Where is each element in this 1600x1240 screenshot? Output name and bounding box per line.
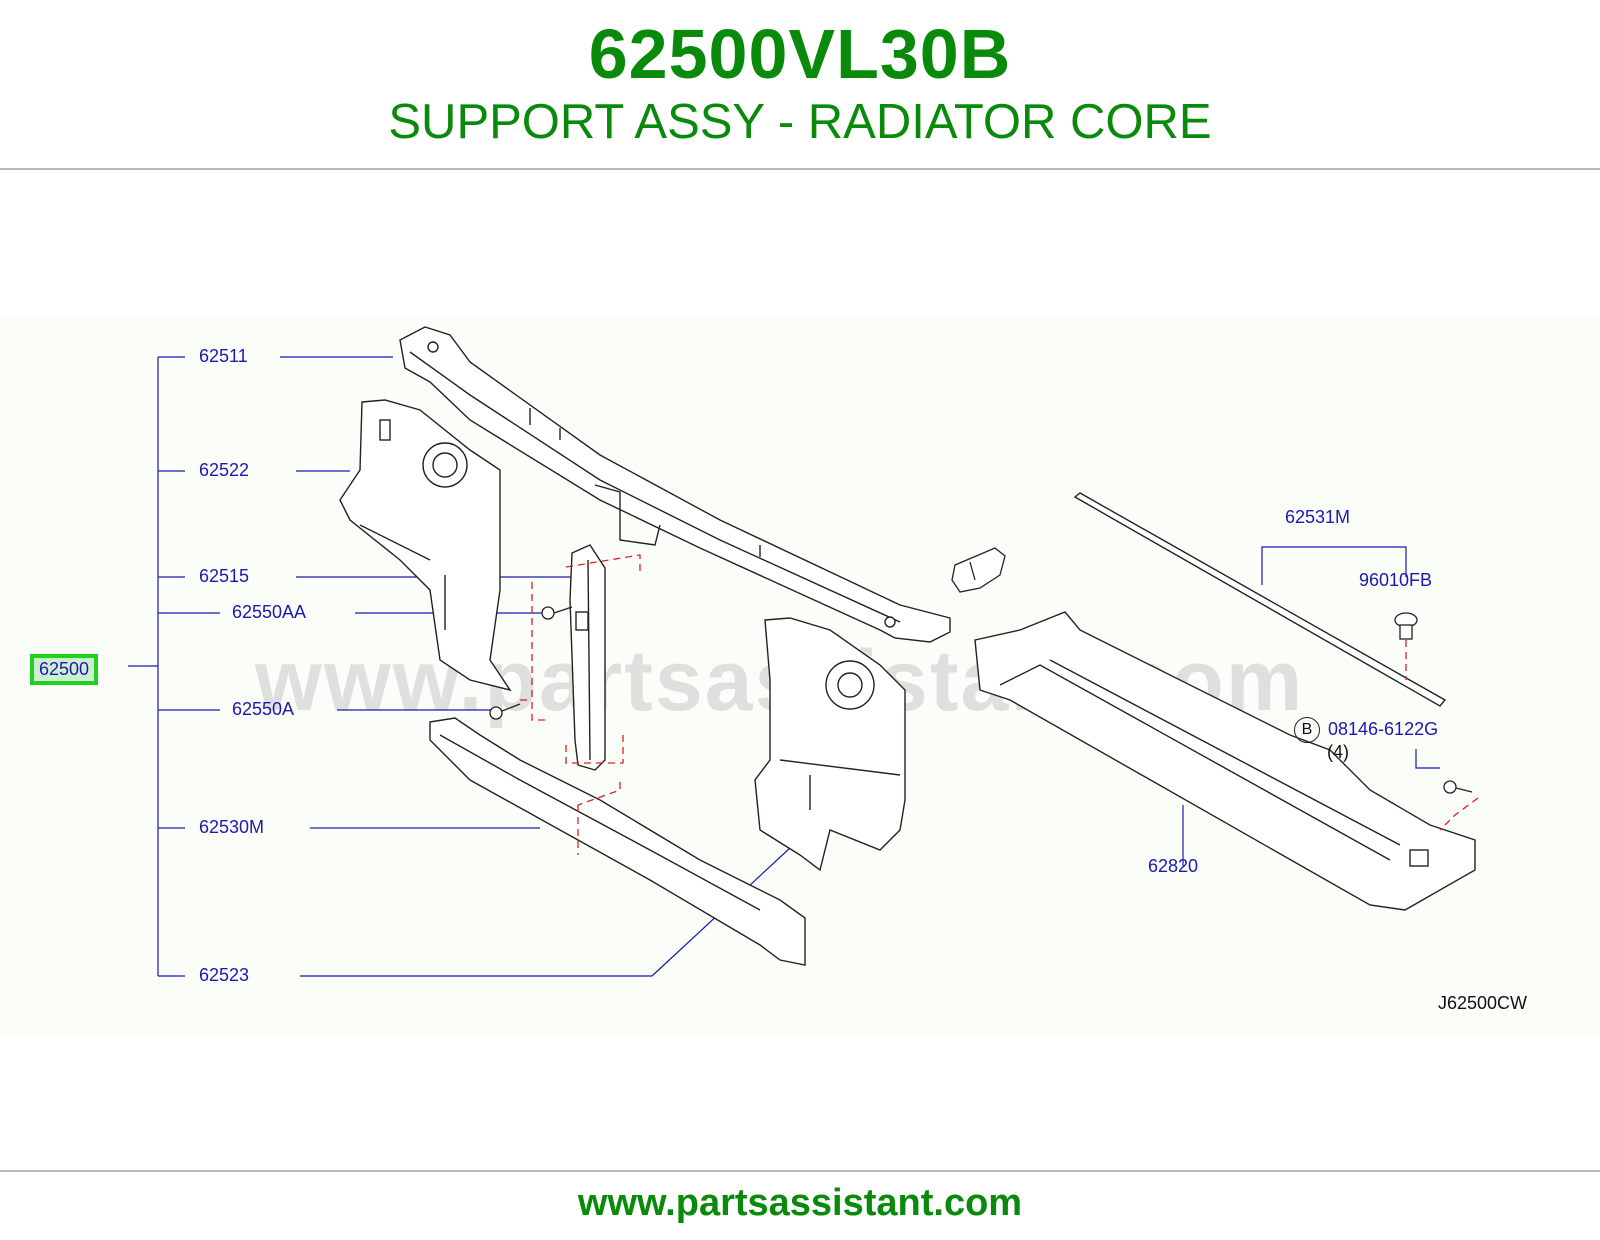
callout-62530M[interactable]: 62530M [199,817,265,837]
side-member-left-62522 [339,399,512,692]
part-name-subtitle: SUPPORT ASSY - RADIATOR CORE [388,95,1212,149]
callout-96010FB[interactable]: 96010FB [1359,570,1433,590]
callout-62820[interactable]: 62820 [1148,856,1199,876]
callout-62523[interactable]: 62523 [199,965,250,985]
callout-62550AA[interactable]: 62550AA [232,602,307,622]
bolts-62550 [489,606,573,720]
lower-tie-bar-62530M [429,717,806,966]
clip-96010FB [1394,612,1418,640]
drawing-code: J62500CW [1438,993,1528,1013]
callout-62500-assembly[interactable]: 62500 [30,654,99,685]
side-member-right-62523 [754,617,906,872]
callout-62522[interactable]: 62522 [199,460,250,480]
air-guide-62820 [974,611,1476,911]
part-number-title: 62500VL30B [588,15,1012,93]
footer-divider [0,1170,1600,1172]
quantity-08146: (4) [1327,742,1349,762]
small-bracket [951,547,1006,593]
upper-tie-bar-62511 [399,326,951,643]
seal-strip-62531M [1073,492,1447,707]
bolt-08146 [1443,780,1473,794]
center-stay-62515 [569,544,606,771]
callout-62515[interactable]: 62515 [199,566,250,586]
callout-62531M[interactable]: 62531M [1285,507,1351,527]
callout-62550A[interactable]: 62550A [232,699,295,719]
callout-08146-6122G[interactable]: 08146-6122G [1328,719,1439,739]
footer-url-link[interactable]: www.partsassistant.com [577,1182,1023,1224]
red-guide-lines [520,554,1479,855]
callout-62511[interactable]: 62511 [199,346,248,366]
header-divider [0,168,1600,170]
reference-circle-b: B [1294,717,1320,743]
page-header: 62500VL30B SUPPORT ASSY - RADIATOR CORE [0,0,1600,170]
